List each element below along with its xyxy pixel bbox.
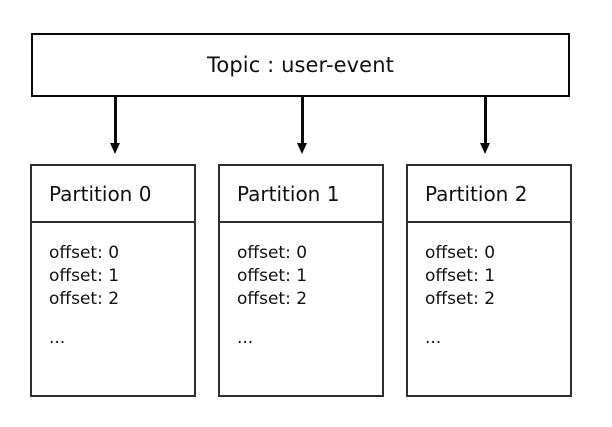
partition-body-2: offset: 0 offset: 1 offset: 2 ... xyxy=(408,223,570,395)
offset-entry: offset: 0 xyxy=(237,243,308,263)
offset-entry: offset: 1 xyxy=(425,266,496,286)
offset-entry: offset: 0 xyxy=(49,243,120,263)
offset-entry: offset: 2 xyxy=(237,289,308,309)
partition-title-2: Partition 2 xyxy=(425,181,528,206)
offset-entry: offset: 1 xyxy=(49,266,120,286)
partition-body-0: offset: 0 offset: 1 offset: 2 ... xyxy=(32,223,194,395)
partition-header-0: Partition 0 xyxy=(32,166,194,223)
arrow-shaft xyxy=(484,97,487,147)
topic-box: Topic : user-event xyxy=(31,33,570,97)
offset-entry: offset: 2 xyxy=(425,289,496,309)
partition-box-0: Partition 0 offset: 0 offset: 1 offset: … xyxy=(30,164,196,397)
arrow-head xyxy=(110,143,120,154)
arrow-head xyxy=(480,143,490,154)
offset-entry: offset: 0 xyxy=(425,243,496,263)
arrow-shaft xyxy=(114,97,117,147)
offset-entry: offset: 2 xyxy=(49,289,120,309)
offset-ellipsis: ... xyxy=(425,328,442,348)
topic-label: Topic : user-event xyxy=(207,52,394,77)
partition-box-1: Partition 1 offset: 0 offset: 1 offset: … xyxy=(218,164,384,397)
offset-entry: offset: 1 xyxy=(237,266,308,286)
partition-header-2: Partition 2 xyxy=(408,166,570,223)
partition-title-1: Partition 1 xyxy=(237,181,340,206)
arrow-head xyxy=(297,143,307,154)
offset-ellipsis: ... xyxy=(49,328,66,348)
arrow-shaft xyxy=(301,97,304,147)
partition-header-1: Partition 1 xyxy=(220,166,382,223)
down-arrow-icon-partition-1 xyxy=(297,97,307,155)
partition-box-2: Partition 2 offset: 0 offset: 1 offset: … xyxy=(406,164,572,397)
partition-title-0: Partition 0 xyxy=(49,181,152,206)
down-arrow-icon-partition-2 xyxy=(480,97,490,155)
partition-body-1: offset: 0 offset: 1 offset: 2 ... xyxy=(220,223,382,395)
offset-ellipsis: ... xyxy=(237,328,254,348)
down-arrow-icon-partition-0 xyxy=(110,97,120,155)
